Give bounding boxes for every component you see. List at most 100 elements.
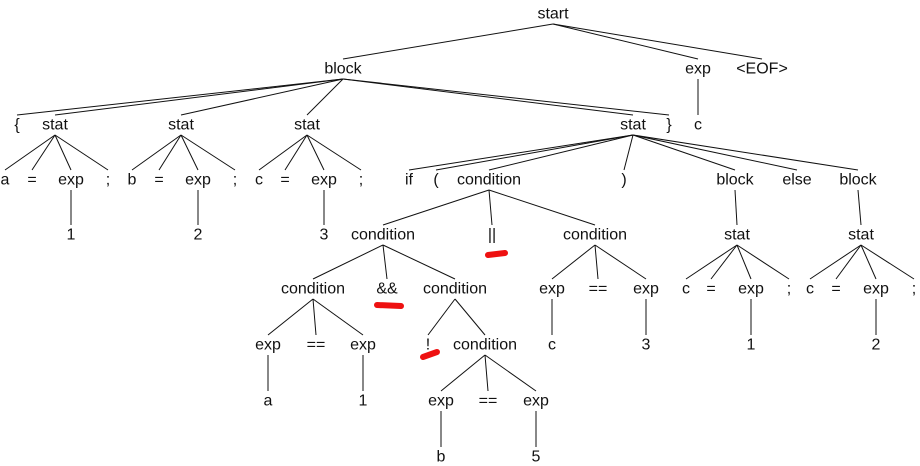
edge-stat-to-else [632,134,798,171]
node-exp: exp [255,337,281,354]
edge-condition-to-condition [454,298,486,336]
edge-condition-to-condition [312,244,384,280]
edge-stat-to-b [131,134,182,171]
edge-condition-to-condition [382,244,456,280]
node-exp: exp [58,172,84,189]
node-exp: exp [428,393,454,410]
node-a: a [264,393,273,410]
edge-condition-to-condition [488,189,596,226]
node-exp: exp [863,281,889,298]
node-condition: condition [281,281,345,298]
edge-condition-to-eq [594,244,599,280]
edge-block-to-stat [342,78,634,116]
node-stat: stat [42,117,68,134]
edge-stat-to-c [685,244,738,280]
edge-stat-to-semicolon [180,134,236,171]
node-semicolon: ; [912,281,916,298]
edge-condition-to-and [382,244,388,280]
node-stat: stat [724,227,750,244]
highlight-marks [374,250,508,360]
edge-condition-to-condition [382,189,490,226]
node-assign: = [280,172,289,189]
node-semicolon: ; [233,172,237,189]
node-else: else [782,172,811,189]
node-assign: = [154,172,163,189]
node-lbrace: { [14,117,20,134]
edge-condition-to-eq [312,298,317,336]
node-not: ! [426,337,430,354]
highlight-mark-and [374,302,404,309]
node-condition: condition [423,281,487,298]
edge-block-to-stat [734,189,738,226]
node-semicolon: ; [106,172,110,189]
highlight-mark-not [420,349,440,360]
edge-condition-to-exp [594,244,647,280]
edge-start-to-eof [552,23,763,60]
node-semicolon: ; [359,172,363,189]
tree-edges [4,23,915,447]
edge-block-to-stat [54,78,344,116]
node-condition: condition [563,227,627,244]
edge-stat-to-block [632,134,736,171]
node-1: 1 [67,227,76,244]
node-a: a [1,172,10,189]
node-exp: exp [539,281,565,298]
edge-stat-to-if [408,134,634,171]
edge-condition-to-or [488,189,493,226]
node-c: c [255,172,263,189]
node-if: if [405,172,414,189]
node-2: 2 [194,227,203,244]
edge-start-to-exp [552,23,699,60]
edge-block-to-lbrace [16,78,344,116]
edge-stat-to-assign [31,134,56,171]
node-1: 1 [359,393,368,410]
node-start: start [537,6,569,23]
node-c: c [682,281,690,298]
edge-stat-to-semicolon [54,134,109,171]
edge-stat-to-rparen [623,134,634,171]
node-condition: condition [457,172,521,189]
edge-stat-to-assign [158,134,182,171]
node-condition: condition [351,227,415,244]
node-lparen: ( [433,172,439,189]
edge-stat-to-assign [284,134,308,171]
node-exp: exp [633,281,659,298]
node-exp: exp [185,172,211,189]
edge-condition-to-not [427,298,456,336]
edge-block-to-stat [180,78,344,116]
node-block: block [324,61,362,78]
edge-stat-to-c [809,244,862,280]
edge-condition-to-exp [484,354,537,392]
node-block: block [839,172,877,189]
edge-start-to-block [342,23,554,60]
node-c: c [548,337,556,354]
edge-block-to-stat [857,189,862,226]
node-stat: stat [294,117,320,134]
edge-stat-to-block [632,134,859,171]
edge-stat-to-exp [860,244,877,280]
node-semicolon: ; [787,281,791,298]
edge-stat-to-exp [180,134,199,171]
edge-stat-to-exp [306,134,325,171]
edge-block-to-stat [306,78,344,116]
edge-stat-to-assign [710,244,738,280]
node-assign: = [831,281,840,298]
node-block: block [716,172,754,189]
node-5: 5 [532,449,541,466]
edge-stat-to-lparen [435,134,634,171]
edge-stat-to-exp [736,244,752,280]
edge-condition-to-exp [440,354,486,392]
node-or: || [488,227,496,244]
node-2: 2 [872,337,881,354]
node-stat: stat [848,227,874,244]
node-exp: exp [738,281,764,298]
tree-nodes: {a=1exp;statb=2exp;statc=3exp;statif(aex… [1,6,917,466]
node-eq: == [307,337,326,354]
node-eof: <EOF> [736,61,788,78]
node-eq: == [479,393,498,410]
node-exp: exp [350,337,376,354]
node-assign: = [706,281,715,298]
node-exp: exp [685,61,711,78]
edge-stat-to-assign [835,244,862,280]
node-stat: stat [168,117,194,134]
